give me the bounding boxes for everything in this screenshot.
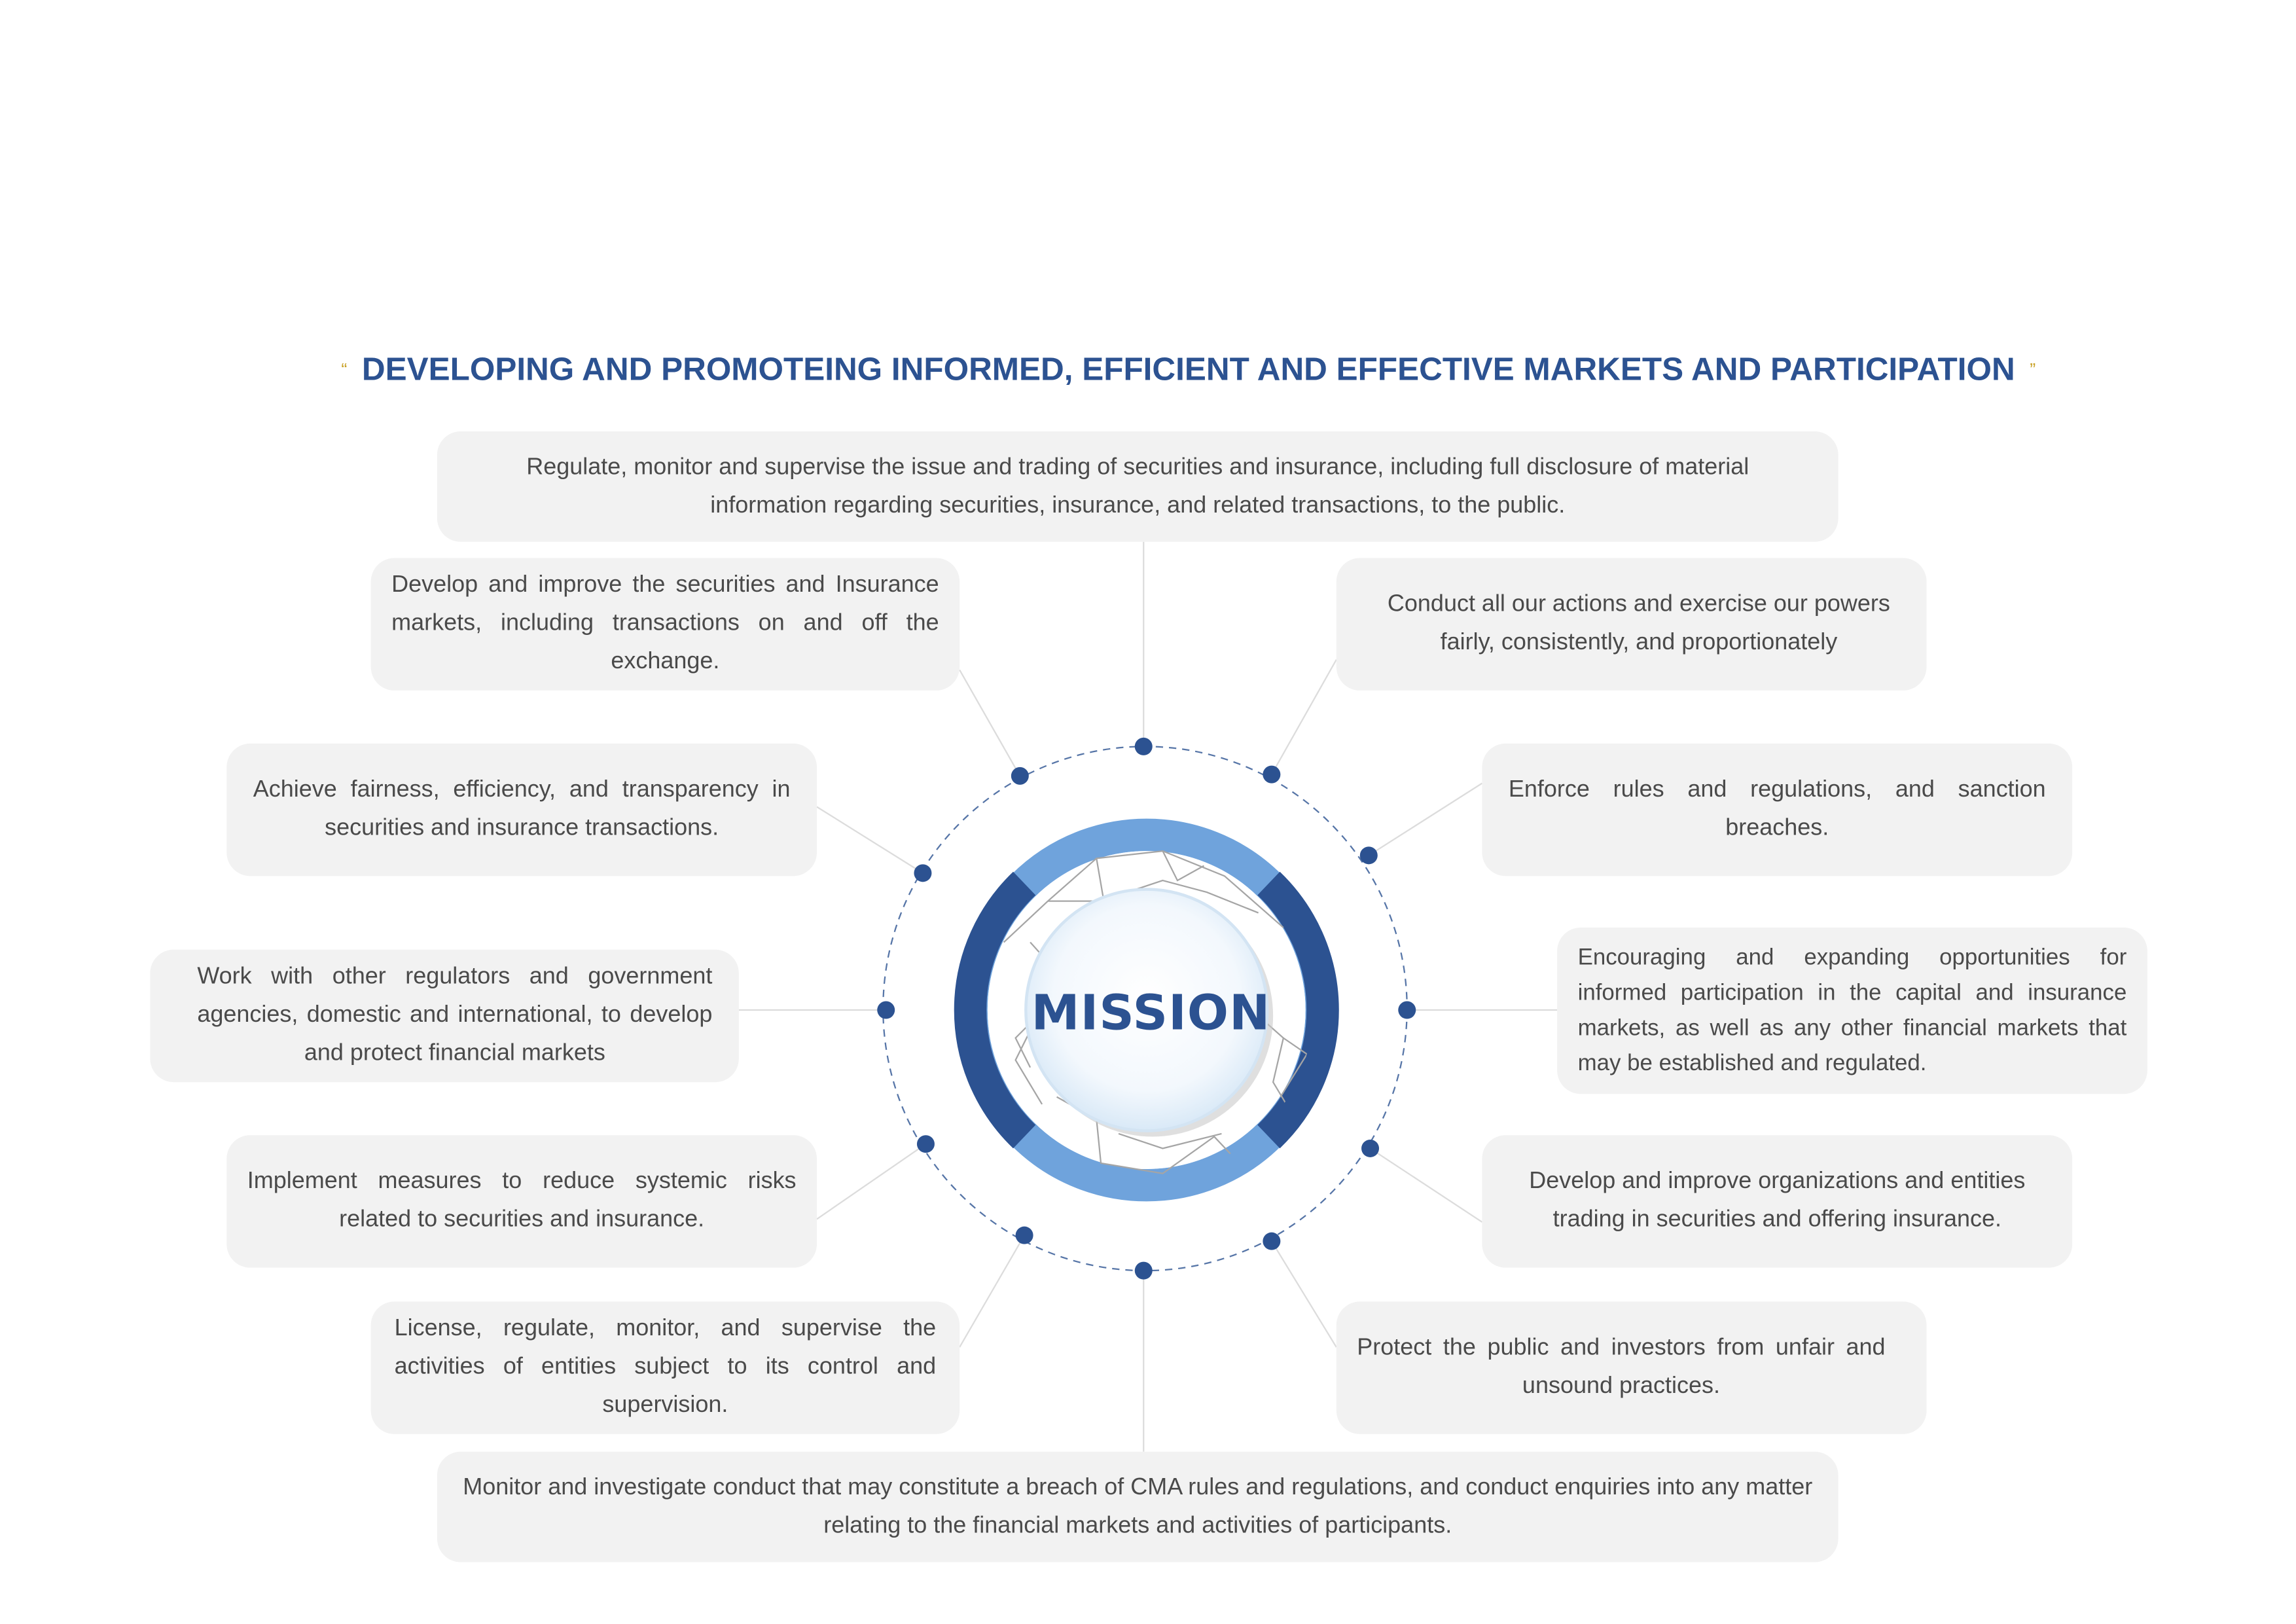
item-text-left-5: License, regulate, monitor, and supervis… — [394, 1316, 937, 1418]
item-text-left-1: Develop and improve the securities and I… — [391, 572, 939, 675]
item-box-right-2: Enforce rules and regulations, and sanct… — [1482, 743, 2073, 876]
orbit-dots — [877, 737, 1416, 1280]
item-text-left-4: Implement measures to reduce systemic ri… — [247, 1168, 797, 1233]
item-box-left-3: Work with other regulators and governmen… — [150, 949, 739, 1083]
page-heading: “ DEVELOPING AND PROMOTEING INFORMED, EFF… — [287, 350, 2090, 394]
item-text-top: Regulate, monitor and supervise the issu… — [526, 454, 1749, 518]
item-box-left-1: Develop and improve the securities and I… — [370, 558, 960, 691]
dot-left-1 — [1011, 767, 1029, 785]
dot-right-5 — [1263, 1232, 1281, 1250]
item-box-left-2: Achieve fairness, efficiency, and transp… — [226, 743, 817, 876]
dot-left-3 — [877, 1001, 895, 1019]
dot-left-5 — [1015, 1226, 1033, 1244]
item-box-left-5: License, regulate, monitor, and supervis… — [370, 1301, 960, 1434]
dot-right-1 — [1263, 765, 1281, 784]
ring-dark-segment-left — [954, 871, 1036, 1149]
open-quote: “ — [341, 359, 348, 380]
connector-left-1 — [959, 669, 1021, 776]
item-box-right-4: Develop and improve organizations and en… — [1482, 1135, 2073, 1268]
item-text-bottom: Monitor and investigate conduct that may… — [463, 1474, 1813, 1538]
item-box-right-1: Conduct all our actions and exercise our… — [1336, 558, 1927, 691]
ring-dark-segment-right — [1257, 871, 1339, 1149]
dot-left-4 — [916, 1135, 935, 1153]
item-text-right-2: Enforce rules and regulations, and sanct… — [1508, 777, 2046, 841]
item-text-right-5: Protect the public and investors from un… — [1357, 1335, 1886, 1399]
connector-left-4 — [816, 1143, 927, 1220]
dot-left-2 — [914, 864, 932, 882]
connector-lines — [738, 541, 1558, 1452]
connector-left-5 — [959, 1235, 1026, 1348]
item-box-right-5: Protect the public and investors from un… — [1336, 1301, 1927, 1434]
connector-right-4 — [1369, 1147, 1483, 1223]
heading-title: DEVELOPING AND PROMOTEING INFORMED, EFFI… — [361, 350, 2015, 388]
connector-right-2 — [1368, 782, 1483, 856]
inner-circle — [1024, 888, 1269, 1132]
dot-right-3 — [1398, 1001, 1416, 1019]
dot-bottom — [1134, 1261, 1153, 1280]
connector-right-5 — [1270, 1240, 1337, 1348]
dot-right-2 — [1359, 846, 1378, 865]
item-box-right-3: Encouraging and expanding opportunities … — [1557, 928, 2147, 1094]
mission-ring — [954, 818, 1339, 1202]
close-quote: ” — [2030, 359, 2036, 380]
item-text-right-1: Conduct all our actions and exercise our… — [1387, 592, 1890, 655]
item-text-right-3: Encouraging and expanding opportunities … — [1577, 944, 2127, 1076]
item-box-top: Regulate, monitor and supervise the issu… — [437, 431, 1839, 542]
connector-right-1 — [1270, 659, 1337, 775]
item-text-right-4: Develop and improve organizations and en… — [1529, 1168, 2026, 1233]
connector-left-2 — [816, 806, 924, 874]
item-box-left-4: Implement measures to reduce systemic ri… — [226, 1135, 817, 1268]
dot-top — [1134, 737, 1153, 755]
item-text-left-2: Achieve fairness, efficiency, and transp… — [253, 777, 791, 841]
item-text-left-3: Work with other regulators and governmen… — [197, 964, 713, 1066]
item-box-bottom: Monitor and investigate conduct that may… — [437, 1451, 1839, 1562]
mission-label: MISSION — [1031, 983, 1271, 1041]
dot-right-4 — [1361, 1139, 1380, 1157]
